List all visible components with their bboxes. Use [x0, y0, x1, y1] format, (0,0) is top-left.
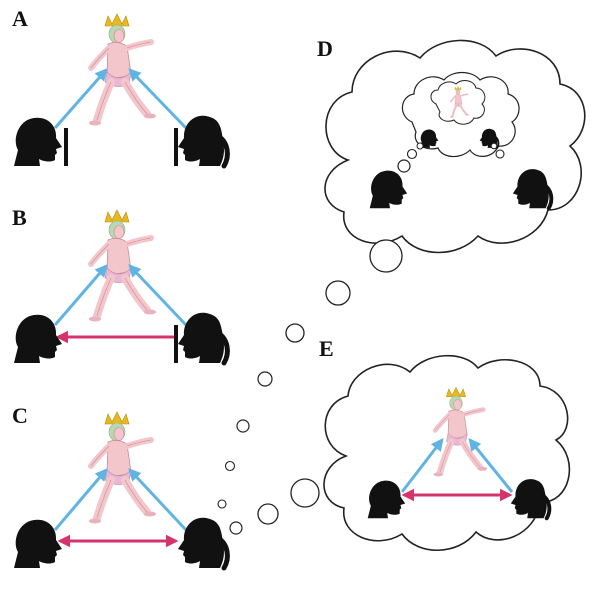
thought-bubble-trail-e: [229, 478, 320, 535]
gaze-arrow: [53, 264, 108, 326]
gaze-arrow: [468, 438, 514, 493]
gaze-arrow: [128, 468, 188, 532]
thought-bubble-trail-d: [217, 239, 403, 509]
panel-a: [14, 14, 227, 166]
panel-d: [324, 39, 586, 254]
male-head-silhouette-icon: [14, 519, 62, 568]
female-head-silhouette-icon: [178, 313, 227, 363]
thought-bubble: [495, 149, 505, 159]
gaze-arrow: [128, 68, 188, 130]
panel-label-a: A: [12, 6, 28, 31]
thought-bubble: [290, 478, 320, 508]
barrier: [174, 128, 178, 166]
thought-bubble: [416, 142, 424, 150]
panel-label-b: B: [12, 205, 27, 230]
thought-bubble: [490, 142, 498, 150]
gaze-arrow: [128, 264, 188, 327]
thought-bubble: [236, 419, 250, 433]
thought-bubble: [257, 503, 279, 525]
panel-label-d: D: [317, 36, 333, 61]
gaze-arrow: [53, 68, 108, 129]
panel-label-c: C: [12, 403, 28, 428]
dancing-figure-icon: [89, 14, 156, 126]
panel-b: [14, 210, 227, 363]
thought-bubble: [217, 499, 227, 509]
thought-bubble: [369, 239, 403, 273]
dancing-figure-icon: [89, 412, 156, 524]
female-head-silhouette-icon: [178, 518, 227, 568]
female-head-silhouette-icon: [178, 116, 227, 166]
male-head-silhouette-icon: [14, 314, 62, 363]
barrier: [174, 325, 178, 363]
thought-bubble: [285, 323, 305, 343]
thought-bubble: [224, 460, 236, 472]
dancing-figure-icon: [89, 210, 156, 322]
thought-bubble: [325, 280, 351, 306]
thought-bubble: [397, 159, 411, 173]
male-head-silhouette-icon: [14, 117, 62, 166]
thought-bubble: [257, 371, 273, 387]
gaze-arrow: [400, 438, 444, 493]
panel-e: [323, 354, 571, 552]
gaze-arrow: [53, 468, 108, 531]
thought-bubble: [406, 148, 418, 160]
panel-c: [14, 412, 227, 568]
thought-bubble: [229, 521, 243, 535]
barrier: [64, 128, 68, 166]
panel-label-e: E: [319, 336, 334, 361]
